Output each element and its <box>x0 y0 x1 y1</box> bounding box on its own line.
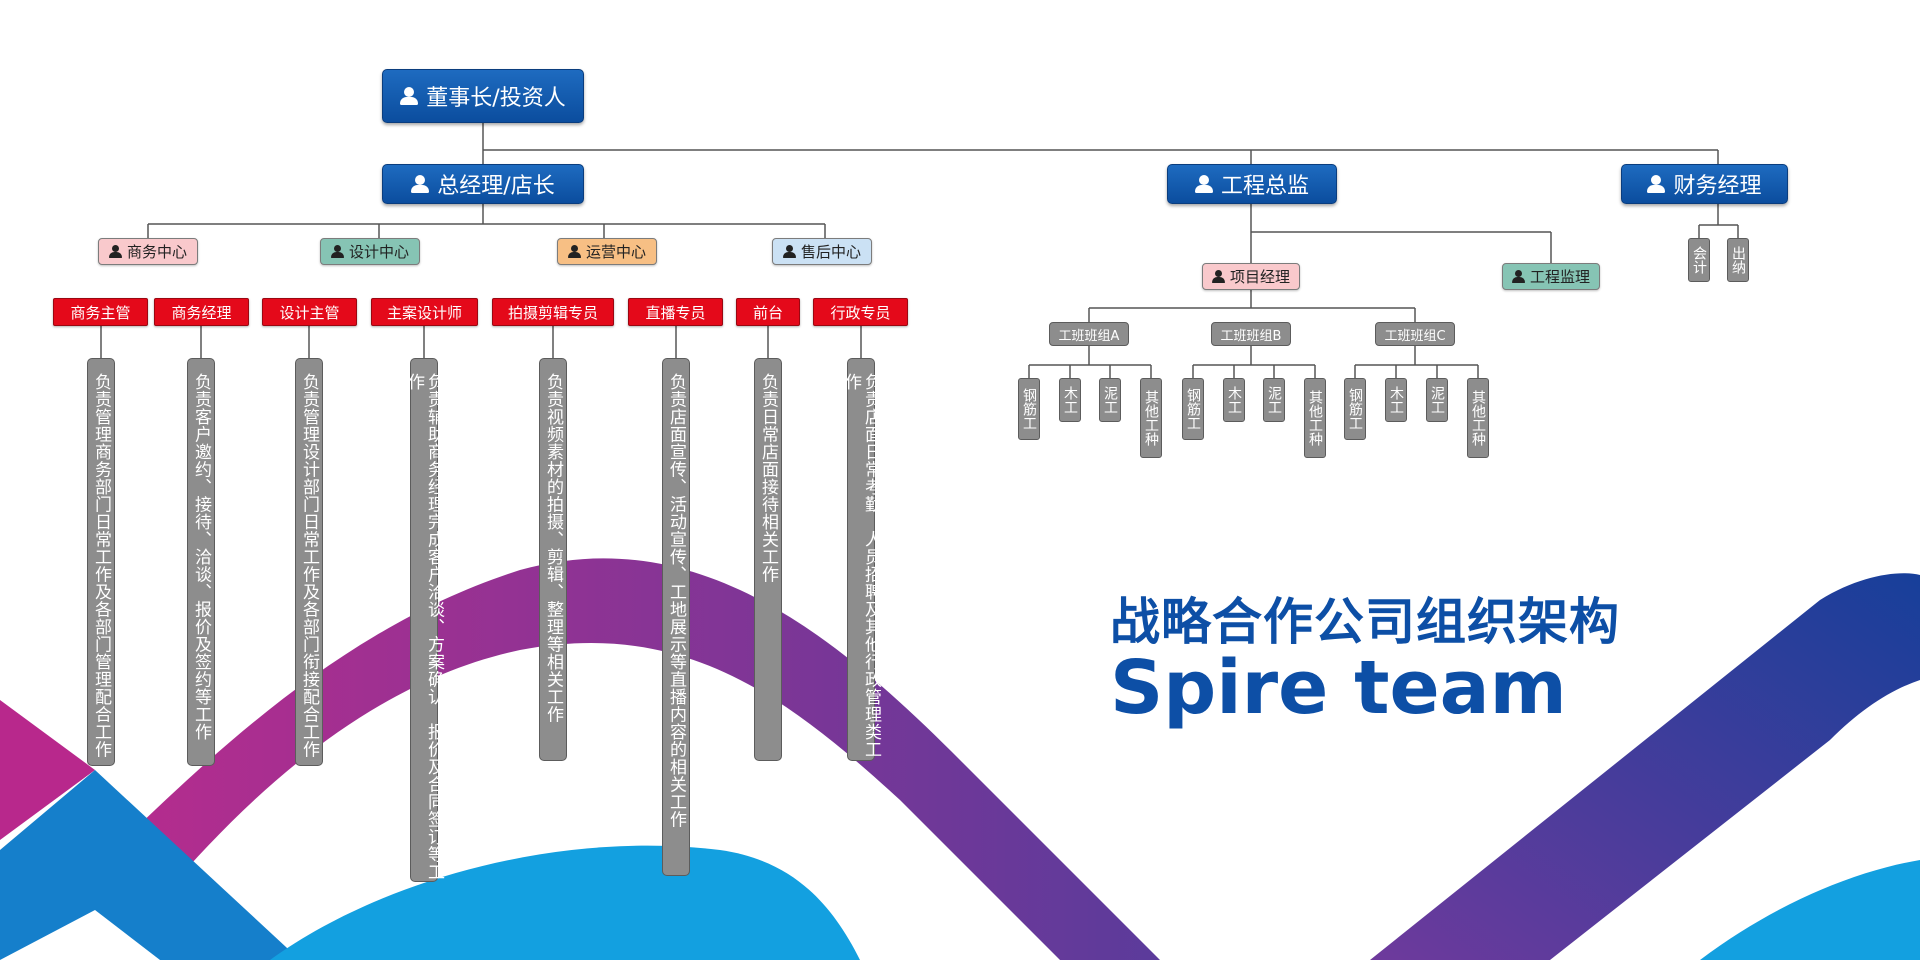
user-icon <box>567 245 581 258</box>
position-title: 商务主管 <box>53 298 148 326</box>
engineering-supervisor-box: 工程监理 <box>1502 263 1600 290</box>
duty-bar: 负责辅助商务经理完成客户洽谈、方案确认、报价及合同签订等工作 <box>404 358 444 882</box>
duty-bar: 负责管理设计部门日常工作及各部门衔接配合工作 <box>295 358 323 766</box>
connector-lines <box>100 122 1739 378</box>
chairman-label: 董事长/投资人 <box>426 86 566 111</box>
finance-manager-box: 财务经理 <box>1621 164 1788 204</box>
general-manager-box: 总经理/店长 <box>382 164 584 204</box>
position-title: 商务经理 <box>154 298 249 326</box>
position-title: 主案设计师 <box>371 298 478 326</box>
trade-box: 泥工 <box>1263 378 1285 422</box>
trade-box: 木工 <box>1385 378 1407 422</box>
department-label: 商务中心 <box>126 243 187 261</box>
wave-white-arc <box>0 910 160 960</box>
user-icon <box>1211 270 1225 283</box>
user-icon <box>1647 175 1666 193</box>
finance-role-box: 出纳 <box>1727 238 1749 282</box>
position-title: 设计主管 <box>262 298 357 326</box>
user-icon <box>400 87 419 105</box>
wave-right-blue <box>1700 860 1920 960</box>
duty-bar: 负责客户邀约、接待、洽谈、报价及签约等工作 <box>187 358 215 766</box>
duty-bar: 负责日常店面接待相关工作 <box>754 358 782 761</box>
page-subtitle: Spire team <box>1110 645 1567 731</box>
user-icon <box>330 245 344 258</box>
page-title: 战略合作公司组织架构 <box>1110 593 1620 651</box>
trade-box: 其他工种 <box>1140 378 1162 458</box>
trade-box: 其他工种 <box>1467 378 1489 458</box>
department-box: 售后中心 <box>772 238 872 265</box>
trade-box: 木工 <box>1223 378 1245 422</box>
department-label: 设计中心 <box>348 243 409 261</box>
general-manager-label: 总经理/店长 <box>437 174 555 199</box>
department-box: 运营中心 <box>557 238 657 265</box>
engineering-supervisor-label: 工程监理 <box>1529 268 1590 286</box>
user-icon <box>782 245 796 258</box>
department-box: 设计中心 <box>320 238 420 265</box>
project-manager-label: 项目经理 <box>1229 268 1290 286</box>
wave-blue-left <box>0 770 300 960</box>
position-title: 直播专员 <box>628 298 723 326</box>
position-title: 前台 <box>736 298 800 326</box>
chairman-box: 董事长/投资人 <box>382 69 584 123</box>
crew-box: 工班班组A <box>1049 322 1129 346</box>
position-title: 行政专员 <box>813 298 908 326</box>
user-icon <box>108 245 122 258</box>
department-label: 售后中心 <box>800 243 861 261</box>
department-box: 商务中心 <box>98 238 198 265</box>
duty-bar: 负责店面宣传、活动宣传、工地展示等直播内容的相关工作 <box>662 358 690 876</box>
engineering-director-box: 工程总监 <box>1167 164 1337 204</box>
user-icon <box>1511 270 1525 283</box>
finance-role-box: 会计 <box>1688 238 1710 282</box>
project-manager-box: 项目经理 <box>1202 263 1300 290</box>
trade-box: 泥工 <box>1099 378 1121 422</box>
crew-box: 工班班组C <box>1375 322 1455 346</box>
trade-box: 泥工 <box>1426 378 1448 422</box>
duty-bar: 负责视频素材的拍摄、剪辑、整理等相关工作 <box>539 358 567 761</box>
trade-box: 钢筋工 <box>1182 378 1204 440</box>
duty-bar: 负责店面日常考勤、人员招聘及其他行政管理类工作 <box>841 358 881 761</box>
wave-blue-bottom <box>270 845 860 960</box>
department-label: 运营中心 <box>585 243 646 261</box>
user-icon <box>1194 175 1213 193</box>
crew-box: 工班班组B <box>1211 322 1291 346</box>
trade-box: 钢筋工 <box>1018 378 1040 440</box>
position-title: 拍摄剪辑专员 <box>492 298 614 326</box>
trade-box: 木工 <box>1059 378 1081 422</box>
wave-right-stripe <box>1370 573 1920 960</box>
user-icon <box>411 175 430 193</box>
trade-box: 其他工种 <box>1304 378 1326 458</box>
duty-bar: 负责管理商务部门日常工作及各部门管理配合工作 <box>87 358 115 766</box>
trade-box: 钢筋工 <box>1344 378 1366 440</box>
engineering-director-label: 工程总监 <box>1220 174 1309 199</box>
wave-magenta <box>0 700 95 840</box>
finance-manager-label: 财务经理 <box>1673 174 1762 199</box>
